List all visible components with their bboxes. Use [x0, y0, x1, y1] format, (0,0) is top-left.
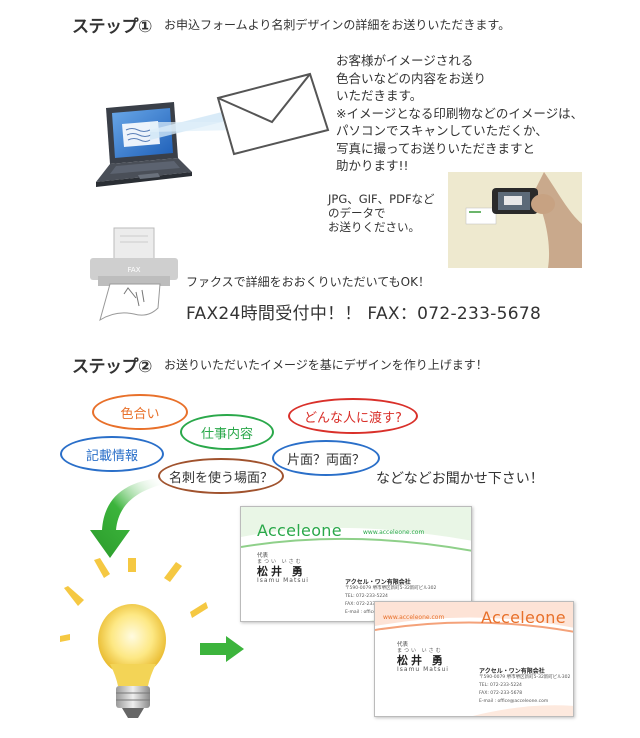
bubble-scene: 名刺を使う場面？	[158, 458, 284, 494]
card-company: アクセル・ワン有限会社	[479, 668, 545, 675]
fax-number-line: FAX24時間受付中！！ FAX：072-233-5678	[186, 304, 542, 324]
fax-label: FAX	[128, 266, 141, 274]
laptop-illustration	[96, 102, 192, 187]
paragraph-line: いただきます。	[336, 88, 423, 103]
card-roman: Isamu Matsui	[397, 666, 449, 673]
card-address: 〒590-0079 堺市堺区新町5-32新町ビル302	[479, 675, 571, 680]
card-orange-swoosh	[375, 602, 573, 716]
fax-note: ファクスで詳細をおおくりいただいてもOK！	[186, 275, 430, 289]
step2-title: ステップ②	[72, 357, 152, 377]
paragraph-line: ※イメージとなる印刷物などのイメージは、	[336, 105, 584, 121]
paragraph-line: パソコンでスキャンしていただくか、	[336, 123, 548, 138]
paragraph-line: 助かります!!	[336, 158, 409, 173]
card-name: 松井 勇	[257, 565, 306, 578]
format-line: お送りください。	[328, 220, 420, 234]
phone-photo	[448, 172, 582, 268]
curved-arrow-icon	[90, 478, 164, 558]
card-kana: まつい いさむ	[397, 648, 443, 654]
format-line: のデータで	[328, 206, 386, 220]
card-fax: FAX: 072-233-5678	[479, 691, 523, 696]
card-kana: まつい いさむ	[257, 559, 303, 565]
card-info: 〒590-0079 堺市堺区新町5-32新町ビル302 TEL: 072-233…	[479, 674, 570, 706]
bubble-info: 記載情報	[60, 436, 164, 472]
paragraph-line: 写真に撮ってお送りいただきますと	[336, 140, 536, 156]
card-role: 代表	[257, 553, 269, 559]
card-company: アクセル・ワン有限会社	[345, 579, 411, 586]
fax-machine-illustration: FAX	[90, 227, 178, 322]
bubble-who: どんな人に渡す?	[288, 398, 418, 434]
light-beam-graphic	[150, 108, 238, 140]
bubble-side: 片面？両面？	[272, 440, 380, 476]
card-roman: Isamu Matsui	[257, 577, 309, 584]
bubble-job: 仕事内容	[180, 414, 274, 450]
card-tel: TEL: 072-233-5224	[345, 594, 388, 599]
card-email: E-mail : office@acceleone.com	[479, 699, 549, 704]
envelope-icon	[216, 72, 330, 156]
format-line: JPG、GIF、PDFなど	[328, 192, 435, 206]
card-logo: Acceleone	[257, 521, 342, 540]
card-name: 松井 勇	[397, 654, 446, 667]
step2-description: お送りいただいたイメージを基にデザインを作り上げます！	[164, 358, 488, 372]
step1-paragraph: お客様がイメージされる 色合いなどの内容をお送り いただきます。 ※イメージとな…	[336, 52, 636, 175]
bubble-color: 色合い	[92, 394, 188, 430]
card-tel: TEL: 072-233-5224	[479, 683, 522, 688]
closing-text: などなどお聞かせ下さい！	[376, 471, 544, 487]
card-fax: FAX: 072-233-5678	[345, 602, 389, 607]
step1-title: ステップ①	[72, 17, 152, 37]
card-url: www.acceleone.com	[383, 614, 445, 621]
step1-description: お申込フォームより名刺デザインの詳細をお送りいただきます。	[164, 18, 511, 32]
card-address: 〒590-0079 堺市堺区新町5-32新町ビル302	[345, 586, 437, 591]
format-note: JPG、GIF、PDFなど のデータで お送りください。	[328, 192, 448, 234]
right-arrow-icon	[200, 636, 244, 662]
paragraph-line: お客様がイメージされる	[336, 53, 474, 68]
paragraph-line: 色合いなどの内容をお送り	[336, 70, 487, 86]
card-logo: Acceleone	[481, 608, 566, 627]
light-bulb-icon	[60, 558, 208, 718]
card-url: www.acceleone.com	[363, 529, 425, 536]
business-card-orange: www.acceleone.com Acceleone 代表 まつい いさむ 松…	[374, 601, 574, 717]
card-role: 代表	[397, 642, 409, 648]
